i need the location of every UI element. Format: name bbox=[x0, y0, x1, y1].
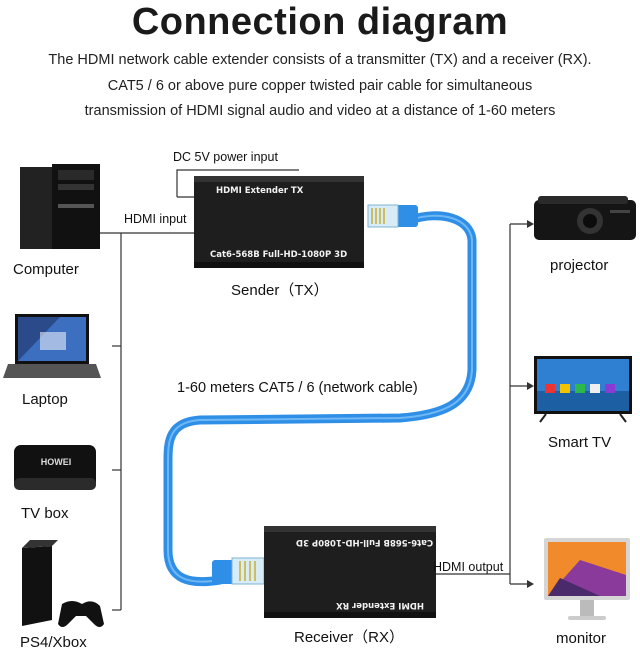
hdmi-output-label: HDMI output bbox=[433, 560, 504, 574]
game-controller-icon bbox=[58, 601, 104, 627]
tx-box-bottom-label: Cat6-568B Full-HD-1080P 3D bbox=[210, 250, 348, 260]
tx-extender-box bbox=[194, 176, 364, 268]
monitor-icon bbox=[544, 538, 630, 620]
source-label-tv-box: TV box bbox=[21, 505, 69, 522]
sender-label: Sender（TX） bbox=[231, 282, 329, 299]
tv-box-logo: HOWEI bbox=[41, 457, 72, 467]
power-input-label: DC 5V power input bbox=[173, 150, 278, 164]
laptop-icon bbox=[3, 314, 101, 378]
rx-extender-box bbox=[264, 526, 436, 618]
receiver-label: Receiver（RX） bbox=[294, 629, 405, 646]
description-line-3: transmission of HDMI signal audio and vi… bbox=[84, 103, 556, 119]
description-line-2: CAT5 / 6 or above pure copper twisted pa… bbox=[107, 78, 533, 94]
rx-rj45-connector bbox=[212, 557, 265, 585]
tx-box-top-label: HDMI Extender TX bbox=[216, 186, 304, 196]
cable-length-label: 1-60 meters CAT5 / 6 (network cable) bbox=[177, 380, 418, 396]
output-label-smart-tv: Smart TV bbox=[548, 434, 612, 451]
source-bus-lines bbox=[100, 169, 527, 611]
ps4-console-icon bbox=[22, 540, 58, 626]
hdmi-input-label: HDMI input bbox=[124, 212, 187, 226]
output-label-monitor: monitor bbox=[556, 630, 607, 647]
projector-icon bbox=[534, 196, 636, 240]
tv-box-icon: HOWEI bbox=[14, 445, 96, 490]
output-label-projector: projector bbox=[550, 257, 609, 274]
rx-box-bottom-label: HDMI Extender RX bbox=[336, 600, 425, 610]
rx-box-top-label: Cat6-568B Full-HD-1080P 3D bbox=[296, 537, 434, 547]
source-label-laptop: Laptop bbox=[22, 391, 68, 408]
tx-rj45-connector bbox=[367, 204, 418, 228]
description-line-1: The HDMI network cable extender consists… bbox=[48, 52, 592, 68]
smart-tv-icon bbox=[534, 356, 632, 423]
source-label-computer: Computer bbox=[13, 261, 79, 278]
computer-icon bbox=[20, 164, 100, 249]
diagram-title: Connection diagram bbox=[131, 1, 509, 43]
source-label-ps4-xbox: PS4/Xbox bbox=[20, 634, 87, 651]
